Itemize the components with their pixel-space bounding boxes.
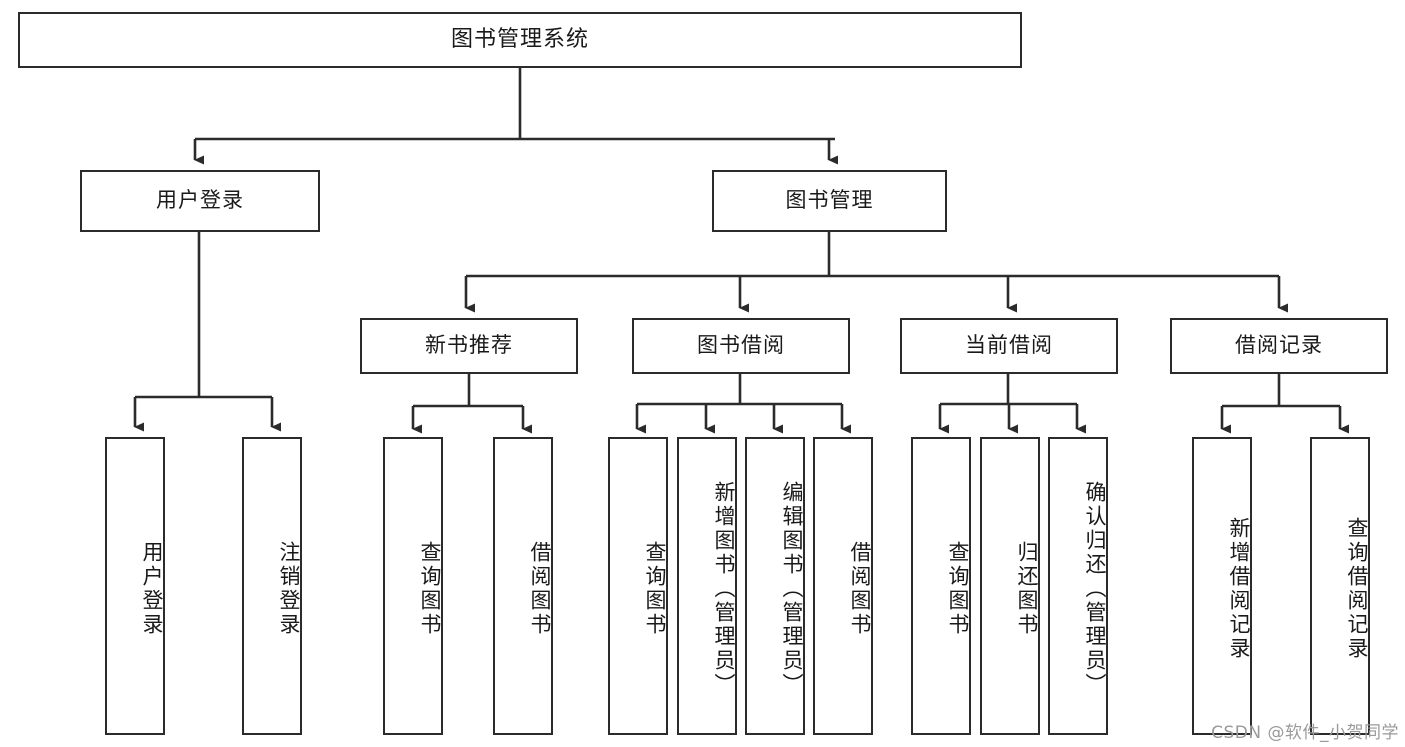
node-label: 查询图书 [418, 541, 442, 637]
node-root-library-system[interactable]: 图书管理系统 [18, 12, 1022, 68]
leaf-new-book-borrow[interactable]: 借阅图书 [493, 437, 553, 735]
leaf-record-query-record[interactable]: 查询借阅记录 [1310, 437, 1370, 735]
leaf-user-login-logout[interactable]: 注销登录 [242, 437, 302, 735]
leaf-borrow-query-book[interactable]: 查询图书 [608, 437, 668, 735]
leaf-record-add-record[interactable]: 新增借阅记录 [1192, 437, 1252, 735]
leaf-current-confirm-return-admin[interactable]: 确认归还（管理员） [1048, 437, 1108, 735]
leaf-borrow-edit-book-admin[interactable]: 编辑图书（管理员） [745, 437, 805, 735]
node-label: 新增图书（管理员） [712, 481, 736, 697]
csdn-watermark: CSDN @软件_小贺同学 [1211, 723, 1399, 743]
leaf-borrow-add-book-admin[interactable]: 新增图书（管理员） [677, 437, 737, 735]
node-current-borrow[interactable]: 当前借阅 [900, 318, 1118, 374]
node-label: 借阅图书 [528, 541, 552, 637]
node-label: 当前借阅 [965, 333, 1053, 358]
node-label: 图书借阅 [697, 333, 785, 358]
node-label: 注销登录 [277, 541, 301, 637]
node-label: 编辑图书（管理员） [780, 481, 804, 697]
leaf-current-return-book[interactable]: 归还图书 [980, 437, 1040, 735]
node-book-borrow[interactable]: 图书借阅 [632, 318, 850, 374]
node-borrow-record[interactable]: 借阅记录 [1170, 318, 1388, 374]
leaf-borrow-borrow-book[interactable]: 借阅图书 [813, 437, 873, 735]
leaf-new-book-query[interactable]: 查询图书 [383, 437, 443, 735]
node-label: 借阅图书 [848, 541, 872, 637]
node-label: 用户登录 [156, 188, 244, 213]
node-label: 图书管理 [785, 188, 874, 213]
node-label: 确认归还（管理员） [1083, 481, 1107, 697]
node-label: 用户登录 [140, 541, 164, 637]
node-user-login[interactable]: 用户登录 [80, 170, 320, 232]
leaf-user-login-login[interactable]: 用户登录 [105, 437, 165, 735]
node-label: 查询图书 [643, 541, 667, 637]
node-label: 图书管理系统 [450, 26, 589, 52]
node-new-book-recommend[interactable]: 新书推荐 [360, 318, 578, 374]
node-label: 查询图书 [946, 541, 970, 637]
node-label: 归还图书 [1015, 541, 1039, 637]
node-label: 查询借阅记录 [1345, 517, 1369, 661]
node-label: 借阅记录 [1235, 333, 1323, 358]
node-label: 新增借阅记录 [1227, 517, 1251, 661]
leaf-current-query-book[interactable]: 查询图书 [911, 437, 971, 735]
node-label: 新书推荐 [425, 333, 513, 358]
node-book-management[interactable]: 图书管理 [712, 170, 947, 232]
